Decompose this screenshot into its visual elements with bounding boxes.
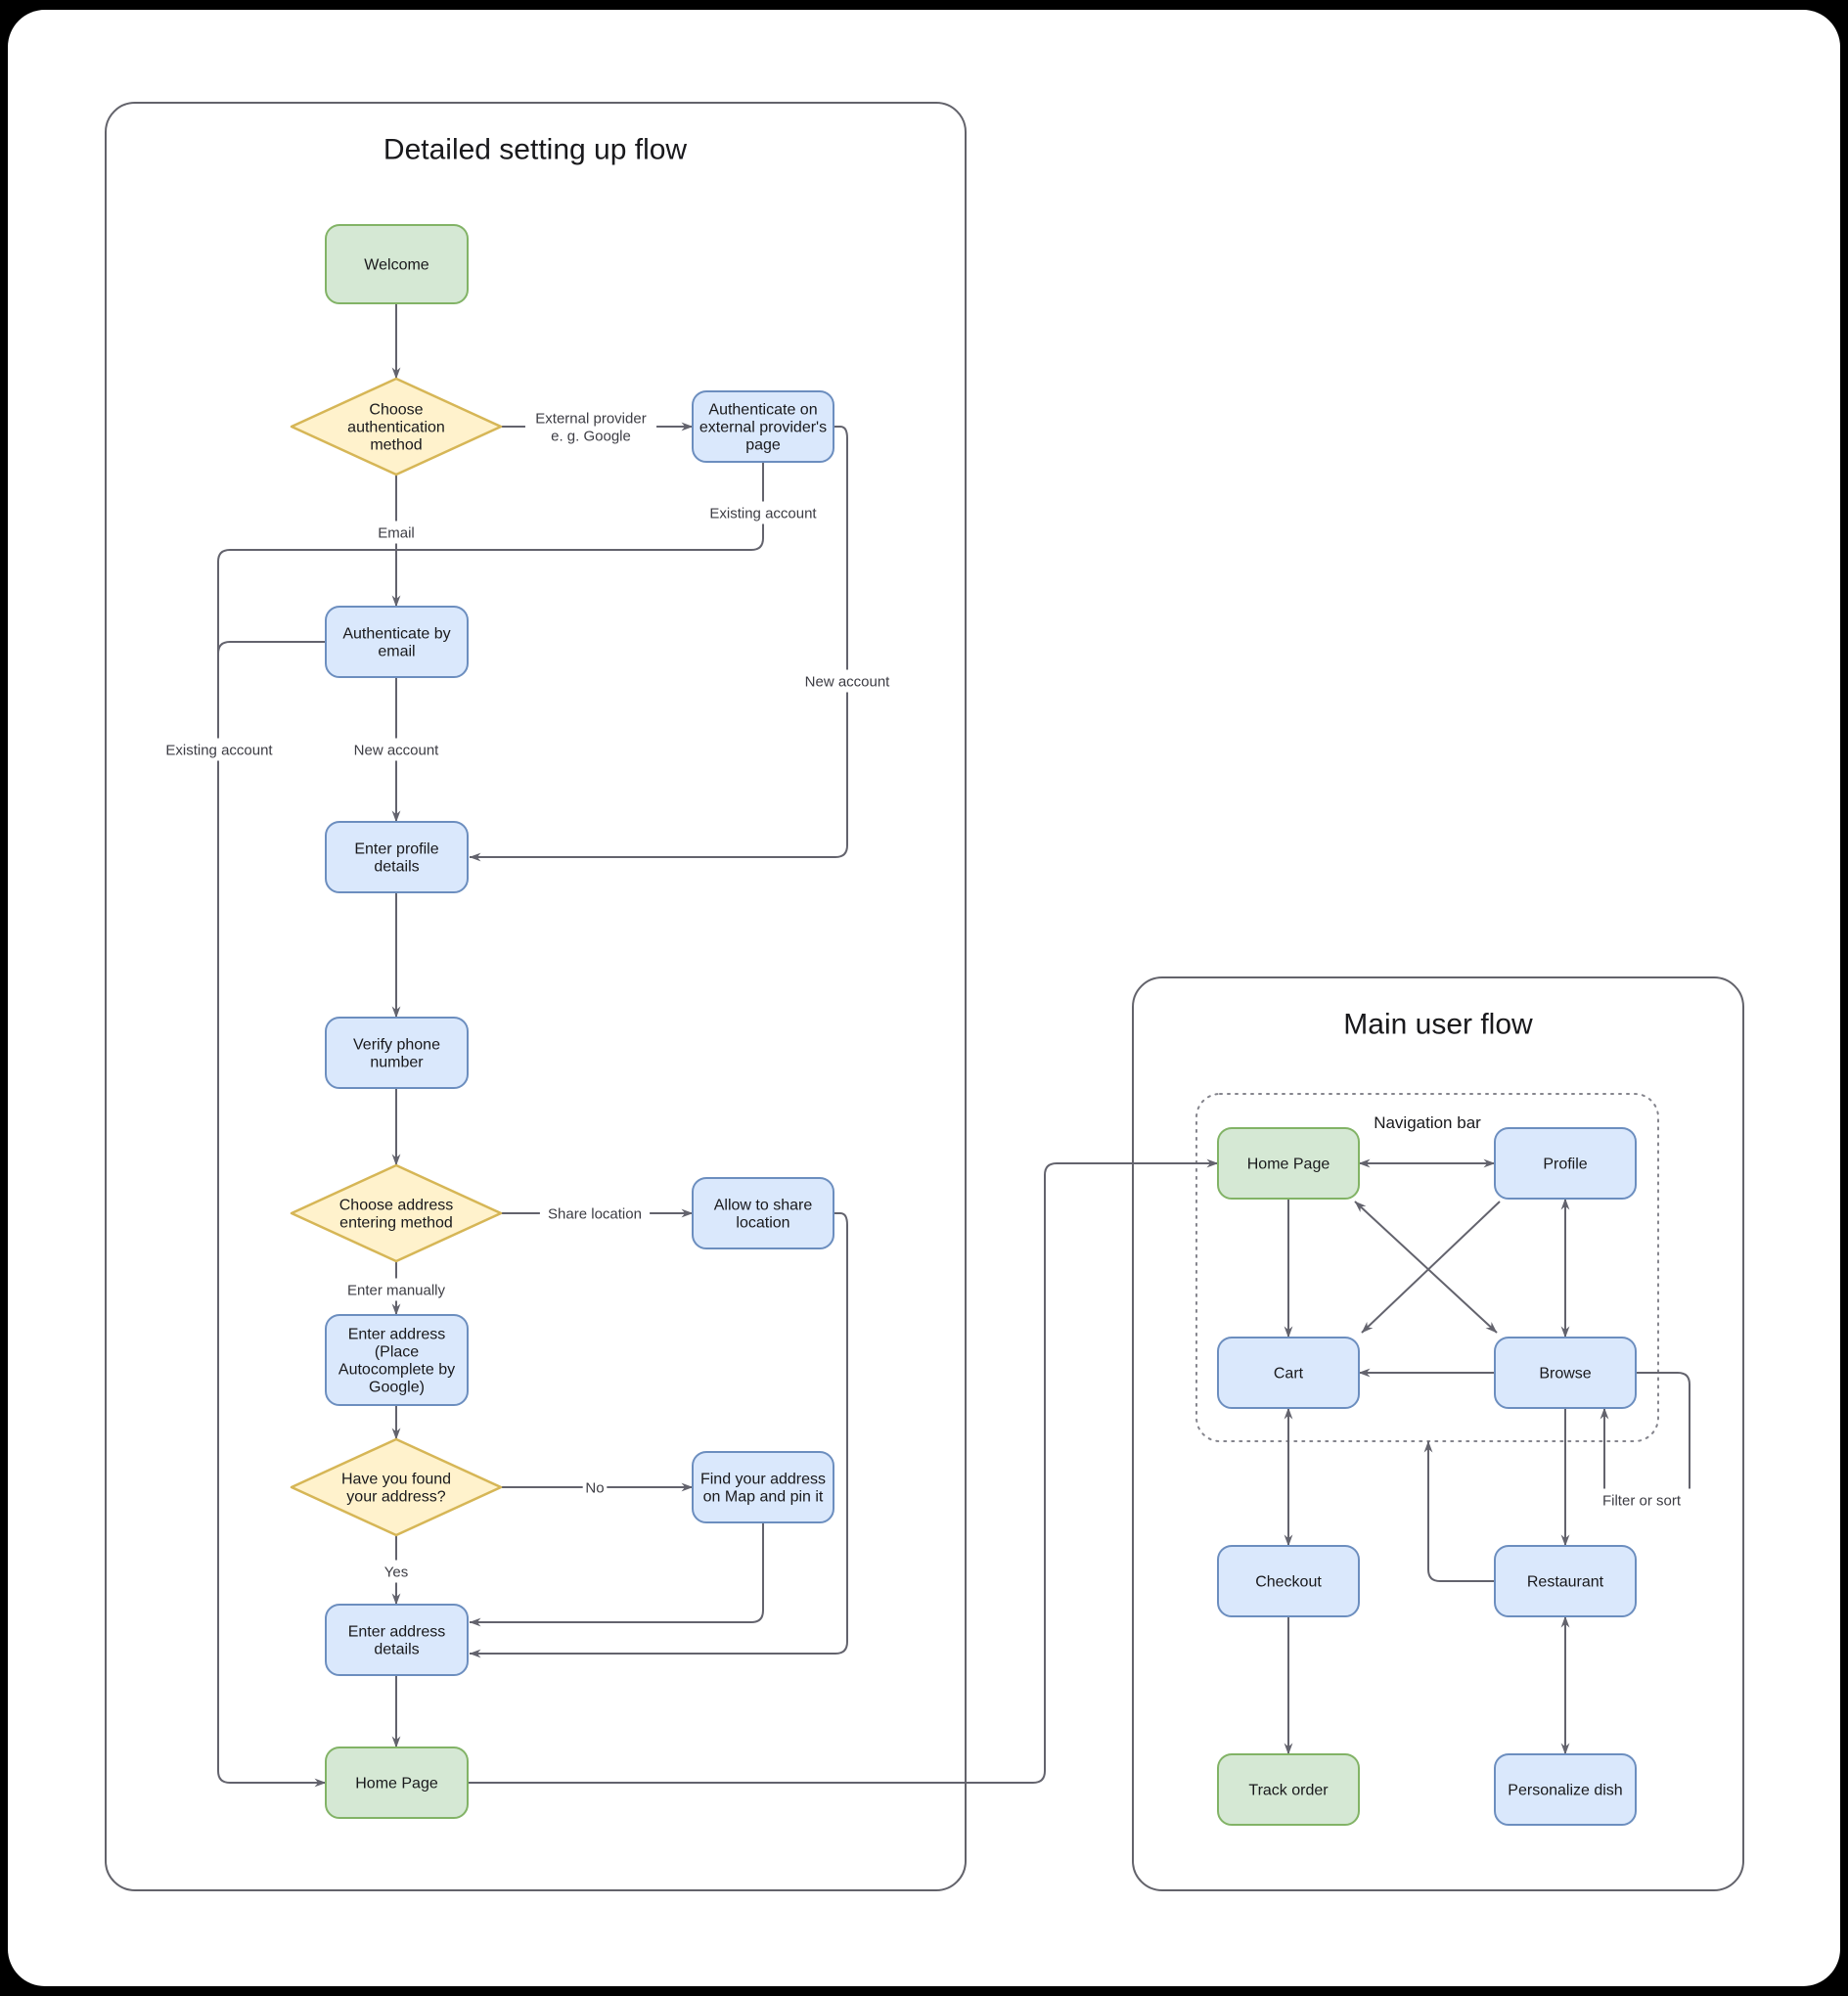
node-shape-choose-address-method[interactable] [290, 1163, 503, 1263]
edge-restaurant-to-navbar[interactable] [1423, 1440, 1497, 1582]
edge-label-external-existing-account-to-home: Existing account [709, 505, 817, 522]
node-shape-auth-external-provider[interactable] [692, 390, 834, 463]
node-shape-home-page-main[interactable] [1217, 1127, 1360, 1200]
edge-label-bg-auth-email-existing-account [157, 738, 282, 761]
edge-label-bg-auth-email-new-account [351, 738, 441, 761]
node-shape-track-order[interactable] [1217, 1753, 1360, 1826]
node-label-browse: Browse [1539, 1366, 1591, 1383]
node-track-order[interactable]: Track order [1217, 1753, 1360, 1826]
edge-external-new-account[interactable] [469, 426, 848, 862]
navigation-bar-group-label: Navigation bar [1374, 1113, 1481, 1132]
edge-profile-to-cart-diagonal[interactable] [1361, 1201, 1501, 1334]
node-shape-home-page-setup[interactable] [325, 1746, 469, 1819]
node-shape-welcome[interactable] [325, 224, 469, 304]
node-shape-allow-share-location[interactable] [692, 1177, 834, 1249]
node-shape-checkout[interactable] [1217, 1545, 1360, 1617]
edge-label-bg-found-yes [381, 1560, 412, 1583]
main-flow-frame[interactable] [1132, 976, 1744, 1891]
edge-label-choose-auth-to-auth-email: Email [378, 524, 415, 541]
edge-label-found-no: No [585, 1479, 604, 1496]
node-shape-enter-profile-details[interactable] [325, 821, 469, 893]
edge-label-auth-email-new-account: New account [354, 742, 440, 758]
node-shape-profile[interactable] [1494, 1127, 1637, 1200]
main-flow-frame-title: Main user flow [1343, 1009, 1533, 1041]
edge-label-bg-choose-auth-to-external [524, 406, 657, 447]
edge-label-choose-address-share: Share location [548, 1205, 642, 1222]
node-shape-personalize-dish[interactable] [1494, 1753, 1637, 1826]
edge-allow-share-to-details[interactable] [469, 1212, 848, 1658]
node-label-personalize-dish: Personalize dish [1508, 1783, 1622, 1799]
setup-flow-frame[interactable] [105, 102, 967, 1891]
node-label-home-page-main: Home Page [1247, 1157, 1330, 1173]
edge-label-choose-address-manual: Enter manually [347, 1282, 446, 1298]
edge-setup-home-to-main-home[interactable] [468, 1158, 1219, 1784]
node-shape-auth-by-email[interactable] [325, 606, 469, 678]
node-home-page-setup[interactable]: Home Page [325, 1746, 469, 1819]
node-restaurant[interactable]: Restaurant [1494, 1545, 1637, 1617]
node-shape-enter-address-details[interactable] [325, 1604, 469, 1676]
node-shape-enter-address-autocomplete[interactable] [325, 1314, 469, 1406]
node-checkout[interactable]: Checkout [1217, 1545, 1360, 1617]
node-label-profile: Profile [1543, 1157, 1587, 1173]
edge-label-bg-found-no [582, 1475, 608, 1499]
node-label-track-order: Track order [1248, 1783, 1329, 1799]
edge-find-map-to-details[interactable] [469, 1522, 764, 1627]
node-label-checkout: Checkout [1255, 1574, 1322, 1591]
edge-label-bg-choose-address-manual [340, 1278, 452, 1301]
edge-label-bg-external-existing-account-to-home [700, 501, 826, 524]
node-browse[interactable]: Browse [1494, 1337, 1637, 1409]
setup-flow-frame-title: Detailed setting up flow [383, 134, 688, 166]
edge-label-bg-external-new-account [802, 669, 892, 693]
edge-label-bg-browse-filter-loop [1586, 1488, 1697, 1512]
node-shape-find-address-on-map[interactable] [692, 1451, 834, 1523]
node-shape-choose-auth-method[interactable] [290, 377, 503, 476]
node-shape-restaurant[interactable] [1494, 1545, 1637, 1617]
node-label-restaurant: Restaurant [1527, 1574, 1604, 1591]
edge-label-found-yes: Yes [384, 1564, 408, 1580]
node-shape-verify-phone-number[interactable] [325, 1017, 469, 1089]
edge-label-bg-choose-auth-to-auth-email [373, 521, 420, 544]
node-cart[interactable]: Cart [1217, 1337, 1360, 1409]
node-home-page-main[interactable]: Home Page [1217, 1127, 1360, 1200]
node-welcome[interactable]: Welcome [325, 224, 469, 304]
edge-auth-email-existing-account[interactable] [217, 641, 326, 729]
node-personalize-dish[interactable]: Personalize dish [1494, 1753, 1637, 1826]
edge-label-external-new-account: New account [805, 673, 891, 690]
edge-label-bg-choose-address-share [539, 1202, 651, 1225]
edge-external-existing-account-to-home[interactable] [217, 462, 764, 1788]
node-label-welcome: Welcome [364, 257, 428, 274]
node-label-cart: Cart [1274, 1366, 1304, 1383]
edge-label-browse-filter-loop: Filter or sort [1602, 1492, 1682, 1509]
node-shape-browse[interactable] [1494, 1337, 1637, 1409]
edge-label-auth-email-existing-account: Existing account [165, 742, 273, 758]
node-label-home-page-setup: Home Page [355, 1776, 438, 1792]
edge-main-home-browse-diagonal[interactable] [1354, 1201, 1498, 1334]
node-profile[interactable]: Profile [1494, 1127, 1637, 1200]
node-shape-cart[interactable] [1217, 1337, 1360, 1409]
node-shape-found-your-address[interactable] [290, 1437, 503, 1537]
